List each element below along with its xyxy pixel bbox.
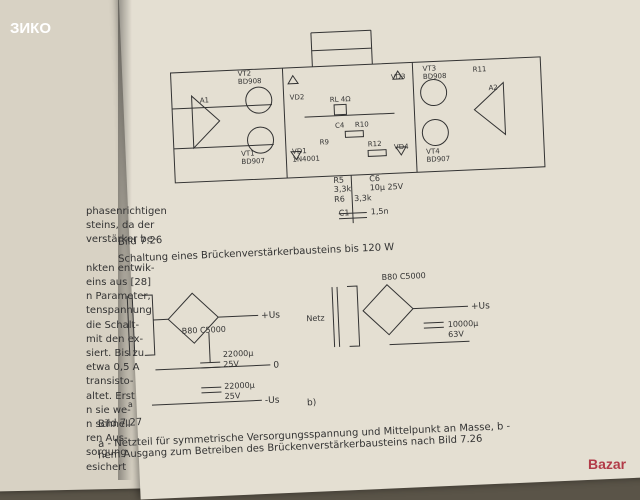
- label-rl: RL 4Ω: [330, 95, 352, 104]
- label-r6-value: 3,3k: [354, 193, 372, 203]
- label-r10: R10: [355, 120, 369, 129]
- label-r5-value: 3,3k: [334, 184, 352, 194]
- transistor-vt2-symbol: [245, 86, 273, 114]
- opamp-a2-symbol: [473, 81, 507, 136]
- left-column-line: sorgung: [86, 447, 127, 459]
- left-column-line: n Parameter,: [86, 291, 151, 303]
- label-bridge-b: B80 C5000: [381, 271, 426, 282]
- label-cap3: 10000µ: [448, 319, 479, 329]
- label-cap1-voltage: 25V: [223, 359, 240, 369]
- label-vt2-type: BD908: [238, 77, 262, 86]
- label-zero: 0: [273, 361, 279, 371]
- label-a2: A2: [488, 84, 498, 92]
- watermark-logo-bottom: Bazar: [588, 456, 627, 472]
- label-vt1: VT1: [241, 149, 255, 158]
- book-gutter: [118, 0, 132, 480]
- label-r11: R11: [472, 65, 486, 74]
- label-vd-type: 1N4001: [292, 155, 320, 164]
- label-netz: Netz: [306, 313, 325, 323]
- fig26-number: Bild 7.26: [117, 235, 163, 248]
- left-column-line: tenspannung: [86, 305, 152, 317]
- label-minus-us: -Us: [265, 396, 280, 407]
- label-r6: R6: [334, 194, 345, 203]
- left-column-line: steins, da der: [86, 220, 155, 232]
- label-b: b): [307, 398, 317, 408]
- left-column-line: siert. Bis zu: [86, 348, 145, 359]
- label-r5: R5: [333, 176, 344, 185]
- bridge-rectifier-a-symbol: [167, 292, 219, 344]
- fig26-frame: [169, 56, 546, 184]
- opamp-a1-symbol: [190, 94, 221, 150]
- watermark-logo-top: ЗИКО: [10, 20, 52, 37]
- speaker-rl-symbol: [333, 103, 348, 116]
- fig27b-schematic: [331, 284, 470, 348]
- left-column-line: eins aus [28]: [86, 277, 152, 288]
- label-cap2: 22000µ: [224, 381, 255, 391]
- label-vt3-type: BD908: [423, 72, 447, 81]
- label-vd4: VD4: [394, 143, 410, 152]
- fig27a-schematic: [126, 292, 271, 406]
- fig27-number: Bild 7.27: [97, 417, 143, 430]
- left-column-line: verstärker be-: [86, 234, 157, 246]
- left-column-line: altet. Erst: [86, 390, 135, 402]
- label-bridge-a: B80 C5000: [182, 325, 227, 336]
- transistor-vt3-symbol: [420, 79, 448, 107]
- label-vd3: VD3: [391, 73, 406, 82]
- label-plus-us-a: +Us: [261, 310, 281, 321]
- left-column-line: die Schalt-: [86, 319, 140, 331]
- left-column-line: n sie we-: [86, 404, 131, 416]
- label-cap3-voltage: 63V: [448, 329, 465, 339]
- label-c1-value: 1,5n: [371, 207, 389, 217]
- left-column-line: nkten entwik-: [86, 262, 155, 274]
- schematic-figures: R5 3,3k C6 10µ 25V R6 3,3k C1 1,5n VT2 B…: [126, 29, 546, 409]
- left-column-line: ren Aus-: [86, 433, 128, 445]
- left-column-line: phasenrichtigen: [86, 206, 167, 217]
- label-cap1: 22000µ: [223, 349, 254, 359]
- label-a: a: [128, 400, 133, 409]
- label-cap2-voltage: 25V: [224, 391, 241, 401]
- transistor-vt4-symbol: [421, 118, 449, 146]
- label-vt2: VT2: [237, 69, 251, 78]
- label-plus-us-b: +Us: [471, 301, 491, 312]
- label-vd1: VD1: [292, 147, 307, 156]
- fig26-schematic: [169, 29, 546, 224]
- label-c6-value: 10µ 25V: [370, 182, 404, 192]
- label-r12: R12: [368, 140, 382, 149]
- label-vt4-type: BD907: [426, 155, 450, 164]
- label-c6: C6: [369, 174, 380, 183]
- left-column-line: esichert: [86, 461, 127, 473]
- label-vt4: VT4: [426, 147, 440, 156]
- label-c4: C4: [335, 121, 345, 129]
- left-column-line: n schnell: [86, 419, 131, 430]
- label-r9: R9: [320, 138, 330, 146]
- label-a1: A1: [200, 96, 210, 104]
- label-vd2: VD2: [290, 93, 305, 102]
- label-vt3: VT3: [422, 64, 436, 73]
- left-column-line: etwa 0,5 A: [86, 362, 140, 374]
- left-column-line: transisto-: [86, 376, 134, 388]
- left-column-line: mit den ex-: [86, 333, 144, 345]
- label-c1: C1: [339, 208, 350, 217]
- bridge-rectifier-b-symbol: [362, 284, 414, 336]
- transistor-vt1-symbol: [247, 126, 275, 154]
- label-vt1-type: BD907: [241, 157, 265, 166]
